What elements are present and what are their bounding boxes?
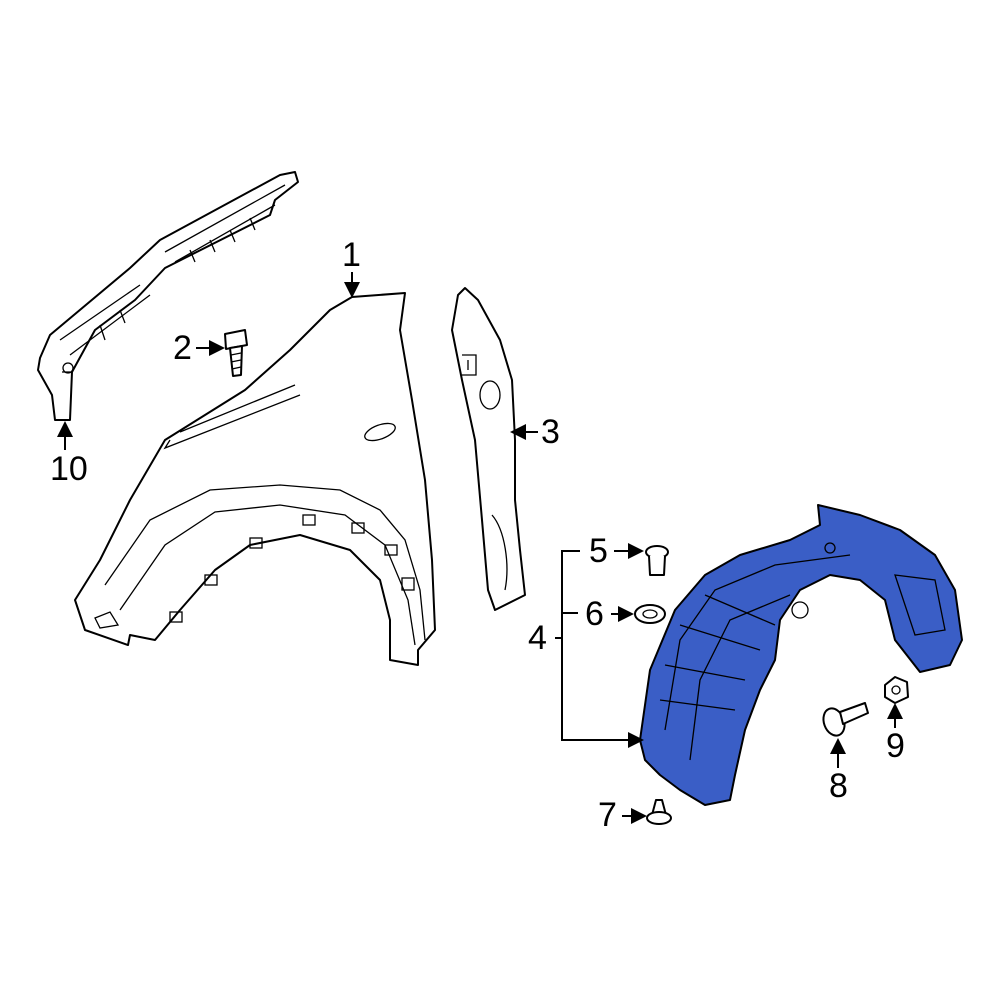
callout-5: 5 [589,532,608,570]
callout-4: 4 [528,619,547,657]
push-rivet-part[interactable] [646,799,672,825]
callout-1: 1 [342,236,361,274]
fender-bracket-part[interactable] [37,171,299,421]
screw-part[interactable] [820,702,869,739]
callout-3: 3 [541,413,560,451]
washer-part[interactable] [634,604,666,624]
callout-6: 6 [585,595,604,633]
callout-9: 9 [886,727,905,765]
leader-lines [57,272,903,824]
callout-8: 8 [829,767,848,805]
callout-2: 2 [173,329,192,367]
fender-liner-part[interactable] [639,504,963,806]
callout-7: 7 [598,796,617,834]
fender-insulator-part[interactable] [451,287,526,611]
liner-clip-part[interactable] [645,545,669,576]
bolt-part[interactable] [224,329,248,377]
callout-10: 10 [50,450,88,488]
nut-clip-part[interactable] [884,676,909,704]
fender-part[interactable] [74,292,436,666]
